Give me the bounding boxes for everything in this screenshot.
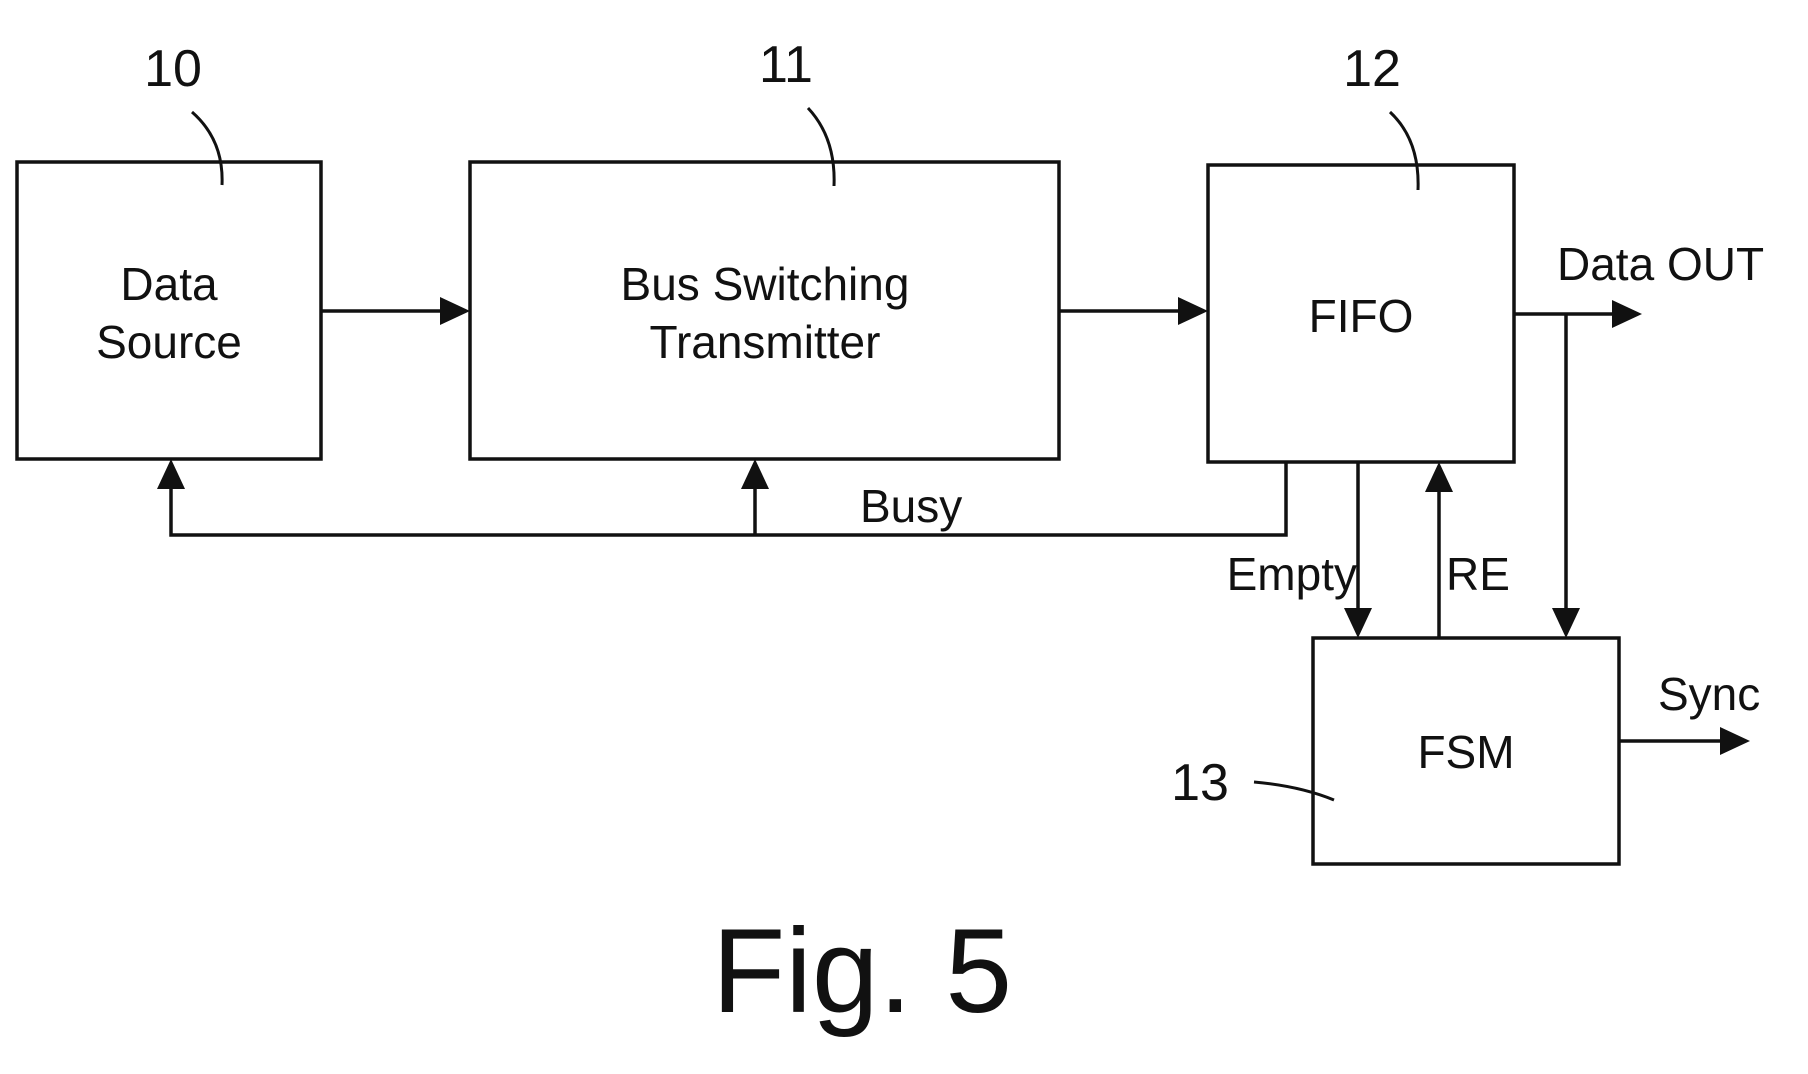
- figure-caption: Fig. 5: [712, 904, 1012, 1038]
- sync-label: Sync: [1658, 668, 1760, 720]
- arrowhead-re: [1425, 462, 1453, 492]
- reference-numeral-11: 11: [759, 36, 813, 94]
- reference-numeral-13: 13: [1171, 754, 1229, 812]
- arrowhead-sync: [1720, 727, 1750, 755]
- arrowhead-fsm-data-input: [1552, 608, 1580, 638]
- fsm-label: FSM: [1417, 726, 1514, 778]
- wire-busy-feedback: [171, 462, 1286, 535]
- reference-numeral-10: 10: [144, 40, 202, 98]
- arrowhead-empty: [1344, 608, 1372, 638]
- busy-label: Busy: [860, 480, 962, 532]
- transmitter-label-line2: Transmitter: [650, 316, 881, 368]
- arrowhead-data-out: [1612, 300, 1642, 328]
- empty-label: Empty: [1227, 548, 1357, 600]
- data-source-label-line1: Data: [120, 258, 218, 310]
- arrowhead-fifo-input: [1178, 297, 1208, 325]
- arrowhead-transmitter-input: [440, 297, 470, 325]
- re-label: RE: [1446, 548, 1510, 600]
- arrowhead-busy-to-data-source: [157, 459, 185, 489]
- data-out-label: Data OUT: [1557, 238, 1764, 290]
- fifo-label: FIFO: [1309, 290, 1414, 342]
- transmitter-label-line1: Bus Switching: [621, 258, 910, 310]
- bus-switching-transmitter-block: [470, 162, 1059, 459]
- data-source-label-line2: Source: [96, 316, 242, 368]
- reference-numeral-12: 12: [1343, 40, 1401, 98]
- data-source-block: [17, 162, 321, 459]
- arrowhead-busy-to-transmitter: [741, 459, 769, 489]
